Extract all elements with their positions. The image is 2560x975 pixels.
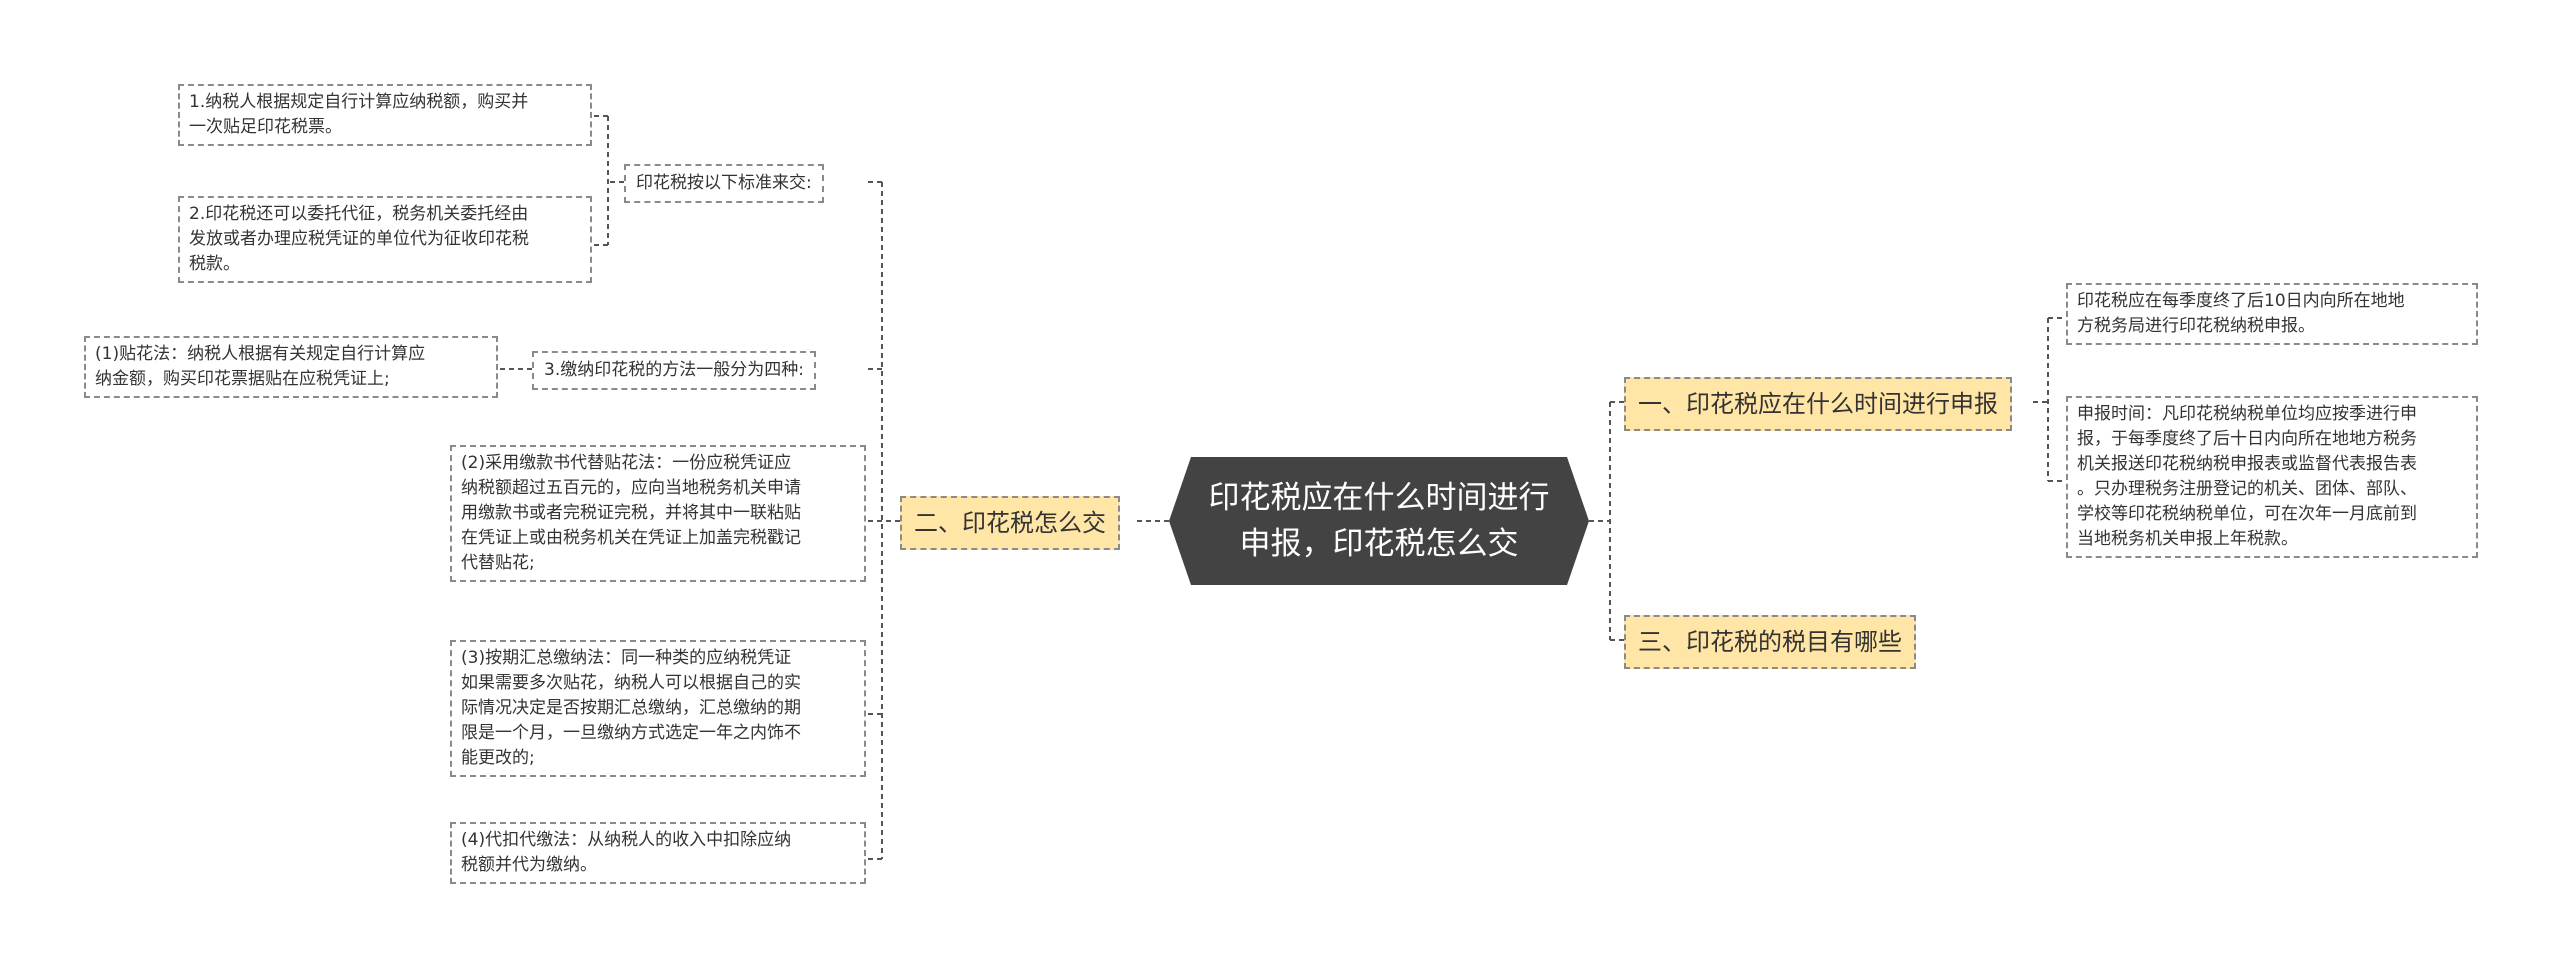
leaf-declare-deadline[interactable]: 印花税应在每季度终了后10日内向所在地地 方税务局进行印花税纳税申报。 — [2066, 283, 2478, 345]
leaf-method-periodic-summary[interactable]: (3)按期汇总缴纳法：同一种类的应纳税凭证 如果需要多次贴花，纳税人可以根据自己… — [450, 640, 866, 777]
root-hexagon-shape — [1169, 457, 1589, 585]
leaf-method-stamp[interactable]: (1)贴花法：纳税人根据有关规定自行计算应 纳金额，购买印花票据贴在应税凭证上; — [84, 336, 498, 398]
link-root-branches — [1589, 401, 1624, 641]
link-how-children — [866, 181, 900, 860]
leaf-method-payment-slip[interactable]: (2)采用缴款书代替贴花法：一份应税凭证应 纳税额超过五百元的，应向当地税务机关… — [450, 445, 866, 582]
link-when-leaves — [2033, 317, 2066, 482]
leaf-method-withholding[interactable]: (4)代扣代缴法：从纳税人的收入中扣除应纳 税额并代为缴纳。 — [450, 822, 866, 884]
branch-tax-items[interactable]: 三、印花税的税目有哪些 — [1624, 615, 1916, 669]
branch-when-to-declare[interactable]: 一、印花税应在什么时间进行申报 — [1624, 377, 2012, 431]
branch-how-to-pay[interactable]: 二、印花税怎么交 — [900, 496, 1120, 550]
leaf-standard-2[interactable]: 2.印花税还可以委托代征，税务机关委托经由 发放或者办理应税凭证的单位代为征收印… — [178, 196, 592, 283]
sub-pay-methods[interactable]: 3.缴纳印花税的方法一般分为四种: — [532, 351, 816, 390]
leaf-standard-1[interactable]: 1.纳税人根据规定自行计算应纳税额，购买并 一次贴足印花税票。 — [178, 84, 592, 146]
link-standard-leaves — [592, 115, 624, 246]
root-topic[interactable]: 印花税应在什么时间进行 申报，印花税怎么交 — [1169, 457, 1589, 585]
leaf-declare-time-detail[interactable]: 申报时间：凡印花税纳税单位均应按季进行申 报，于每季度终了后十日内向所在地地方税… — [2066, 396, 2478, 558]
root-title: 印花税应在什么时间进行 申报，印花税怎么交 — [1208, 480, 1550, 562]
sub-pay-standard[interactable]: 印花税按以下标准来交: — [624, 164, 824, 203]
